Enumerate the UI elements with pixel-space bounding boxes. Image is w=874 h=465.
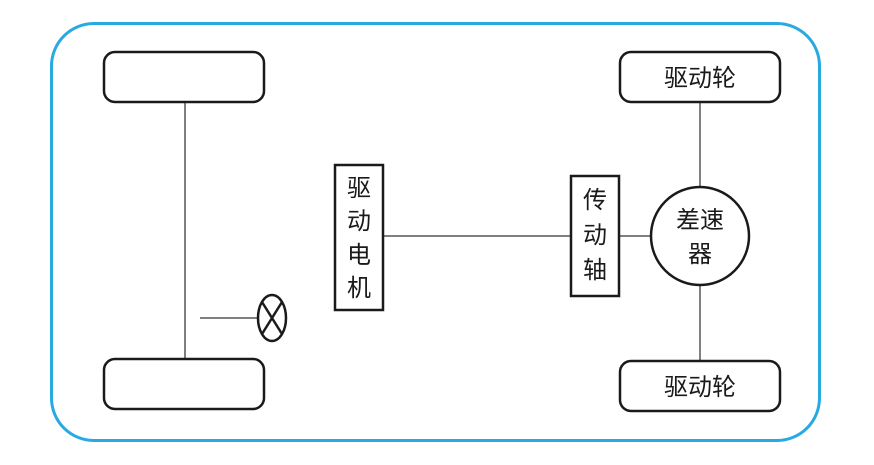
drive-motor-label-char-3: 电 xyxy=(347,241,371,269)
drive-wheel-top xyxy=(618,50,782,104)
drive-shaft-label-char-3: 轴 xyxy=(583,256,607,284)
front-wheel-top xyxy=(102,50,266,104)
drive-wheel-bottom-label: 驱动轮 xyxy=(664,373,736,401)
drive-shaft-box xyxy=(569,174,621,298)
drive-motor-label-char-2: 动 xyxy=(347,207,371,235)
differential-label-line-1: 差速 xyxy=(676,206,724,234)
differential-circle xyxy=(649,185,751,287)
drive-shaft-label-char-1: 传 xyxy=(583,186,607,214)
drive-shaft-label-char-2: 动 xyxy=(583,221,607,249)
drive-wheel-bottom xyxy=(618,359,782,413)
front-wheel-bottom xyxy=(102,357,266,411)
drive-wheel-top-label: 驱动轮 xyxy=(664,64,736,92)
vehicle-frame xyxy=(50,22,821,442)
drive-motor-label-char-1: 驱 xyxy=(347,174,371,202)
drive-motor-box xyxy=(333,163,385,312)
lamp-symbol xyxy=(256,293,288,343)
differential-label-line-2: 器 xyxy=(688,240,712,268)
drive-motor-label-char-4: 机 xyxy=(347,274,371,302)
